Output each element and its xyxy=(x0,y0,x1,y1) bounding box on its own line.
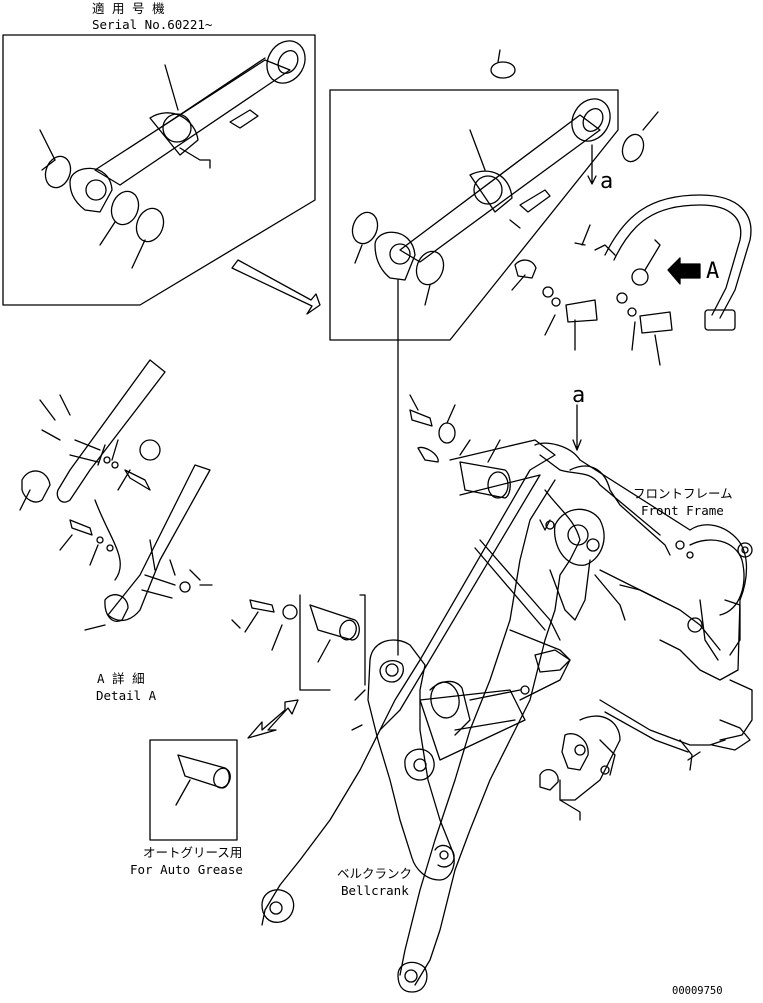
ref-arrow-lower xyxy=(572,404,582,451)
front-frame-label-jp: フロントフレーム xyxy=(633,486,733,501)
inset-arrow xyxy=(231,259,321,315)
double-arrow xyxy=(247,699,299,739)
front-frame-label-en: Front Frame xyxy=(641,503,724,518)
main-cylinder xyxy=(351,49,659,306)
serial-inset xyxy=(2,34,316,306)
cylinder-box-frame xyxy=(329,89,619,341)
serial-label: Serial No.60221~ xyxy=(92,17,212,32)
detail-a-label-en: Detail A xyxy=(96,688,157,703)
inset-frame xyxy=(2,34,316,306)
fittings xyxy=(509,219,673,366)
grease-hose xyxy=(594,194,752,331)
bellcrank-label-jp: ベルクランク xyxy=(337,866,412,881)
auto-grease-frame xyxy=(149,739,238,841)
ref-a-lower: a xyxy=(572,383,585,408)
detail-a-label-jp: A 詳 細 xyxy=(97,671,145,686)
drawing-number: 00009750 xyxy=(672,985,723,997)
ref-arrow-upper xyxy=(587,144,597,185)
detail-a-drawing xyxy=(19,359,241,631)
pin-box xyxy=(244,594,366,691)
auto-grease-label-en: For Auto Grease xyxy=(130,862,243,877)
inset-cylinder xyxy=(39,40,306,269)
view-label-A: A xyxy=(706,259,719,284)
applicable-label-jp: 適 用 号 機 xyxy=(92,1,165,16)
auto-grease-box xyxy=(149,739,238,841)
cylinder-box xyxy=(329,49,752,366)
bellcrank-label-en: Bellcrank xyxy=(341,883,409,898)
auto-grease-label-jp: オートグリース用 xyxy=(143,845,242,860)
view-arrow-A xyxy=(667,257,701,285)
ref-a-upper: a xyxy=(600,169,613,194)
front-frame-assembly xyxy=(261,394,753,993)
